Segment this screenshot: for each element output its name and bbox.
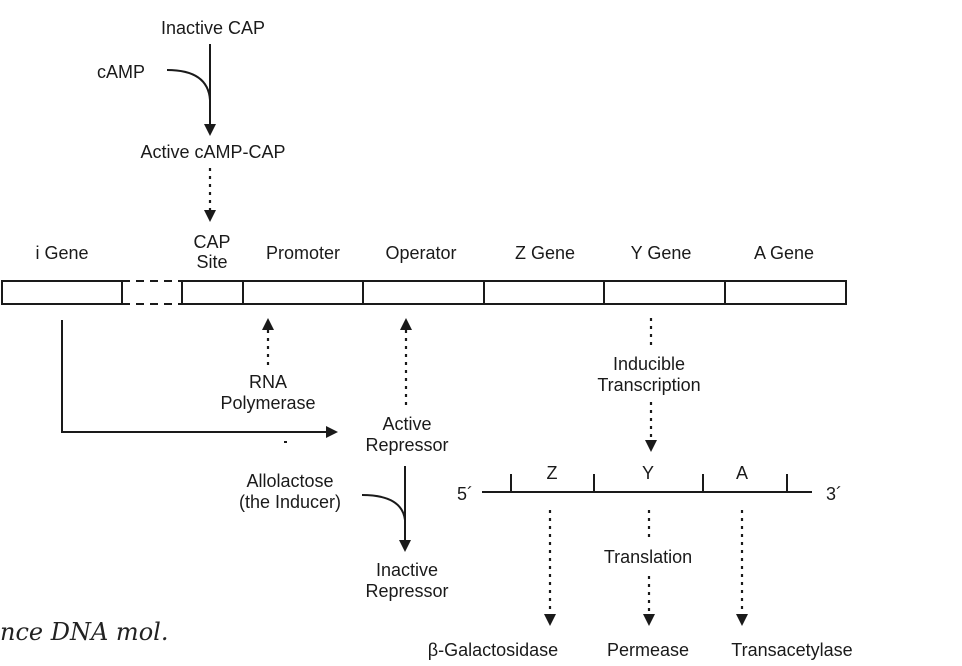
rna-polymerase-label-line1: RNA bbox=[249, 372, 287, 392]
translation-a-arrowhead bbox=[736, 614, 748, 626]
translation-z-arrowhead bbox=[544, 614, 556, 626]
transcription-label-line2: Transcription bbox=[597, 375, 700, 395]
product-beta-galactosidase: β-Galactosidase bbox=[428, 640, 558, 660]
a-gene-segment bbox=[724, 280, 847, 305]
a-gene-label: A Gene bbox=[754, 243, 814, 263]
mrna-five-prime-label: 5´ bbox=[457, 484, 473, 504]
translation-y-arrowhead bbox=[643, 614, 655, 626]
product-transacetylase: Transacetylase bbox=[731, 640, 852, 660]
i-gene-segment bbox=[1, 280, 123, 305]
transcription-arrowhead bbox=[645, 440, 657, 452]
camp-label: cAMP bbox=[97, 62, 145, 82]
z-gene-label: Z Gene bbox=[515, 243, 575, 263]
product-permease: Permease bbox=[607, 640, 689, 660]
active-repressor-label-line1: Active bbox=[382, 414, 431, 434]
repressor-inactivation-arrowhead bbox=[399, 540, 411, 552]
cap-activation-arrowhead bbox=[204, 124, 216, 136]
y-gene-segment bbox=[603, 280, 726, 305]
mrna-y-label: Y bbox=[642, 463, 654, 483]
inducer-joining-arc bbox=[361, 494, 406, 521]
y-gene-label: Y Gene bbox=[631, 243, 692, 263]
promoter-label: Promoter bbox=[266, 243, 340, 263]
rna-polymerase-label-line2: Polymerase bbox=[220, 393, 315, 413]
mrna-a-label: A bbox=[736, 463, 748, 483]
inducer-label-line1: Allolactose bbox=[246, 471, 333, 491]
repressor-synthesis-arrowhead bbox=[326, 426, 338, 438]
cap-binding-arrowhead bbox=[204, 210, 216, 222]
inactive-repressor-label-line1: Inactive bbox=[376, 560, 438, 580]
transcription-label-line1: Inducible bbox=[613, 354, 685, 374]
translation-label: Translation bbox=[604, 547, 692, 567]
camp-joining-arc bbox=[166, 69, 211, 101]
z-gene-segment bbox=[483, 280, 605, 305]
operator-label: Operator bbox=[385, 243, 456, 263]
inducer-label-line2: (the Inducer) bbox=[239, 492, 341, 512]
repressor-synthesis-line bbox=[61, 320, 326, 433]
mrna-three-prime-label: 3´ bbox=[826, 484, 842, 504]
mrna-z-label: Z bbox=[547, 463, 558, 483]
operator-segment bbox=[362, 280, 485, 305]
i-gene-label: i Gene bbox=[35, 243, 88, 263]
inactive-repressor-label-line2: Repressor bbox=[365, 581, 448, 601]
cap-site-label-line1: CAP bbox=[193, 232, 230, 252]
handwritten-note: nce DNA mol. bbox=[0, 618, 168, 646]
cap-site-segment bbox=[181, 280, 244, 305]
active-camp-cap-label: Active cAMP-CAP bbox=[140, 142, 285, 162]
promoter-segment bbox=[242, 280, 364, 305]
active-repressor-label-line2: Repressor bbox=[365, 435, 448, 455]
cap-site-label-line2: Site bbox=[196, 252, 227, 272]
repressor-binding-arrowhead bbox=[400, 318, 412, 330]
inactive-cap-label: Inactive CAP bbox=[161, 18, 265, 38]
rna-polymerase-arrowhead bbox=[262, 318, 274, 330]
